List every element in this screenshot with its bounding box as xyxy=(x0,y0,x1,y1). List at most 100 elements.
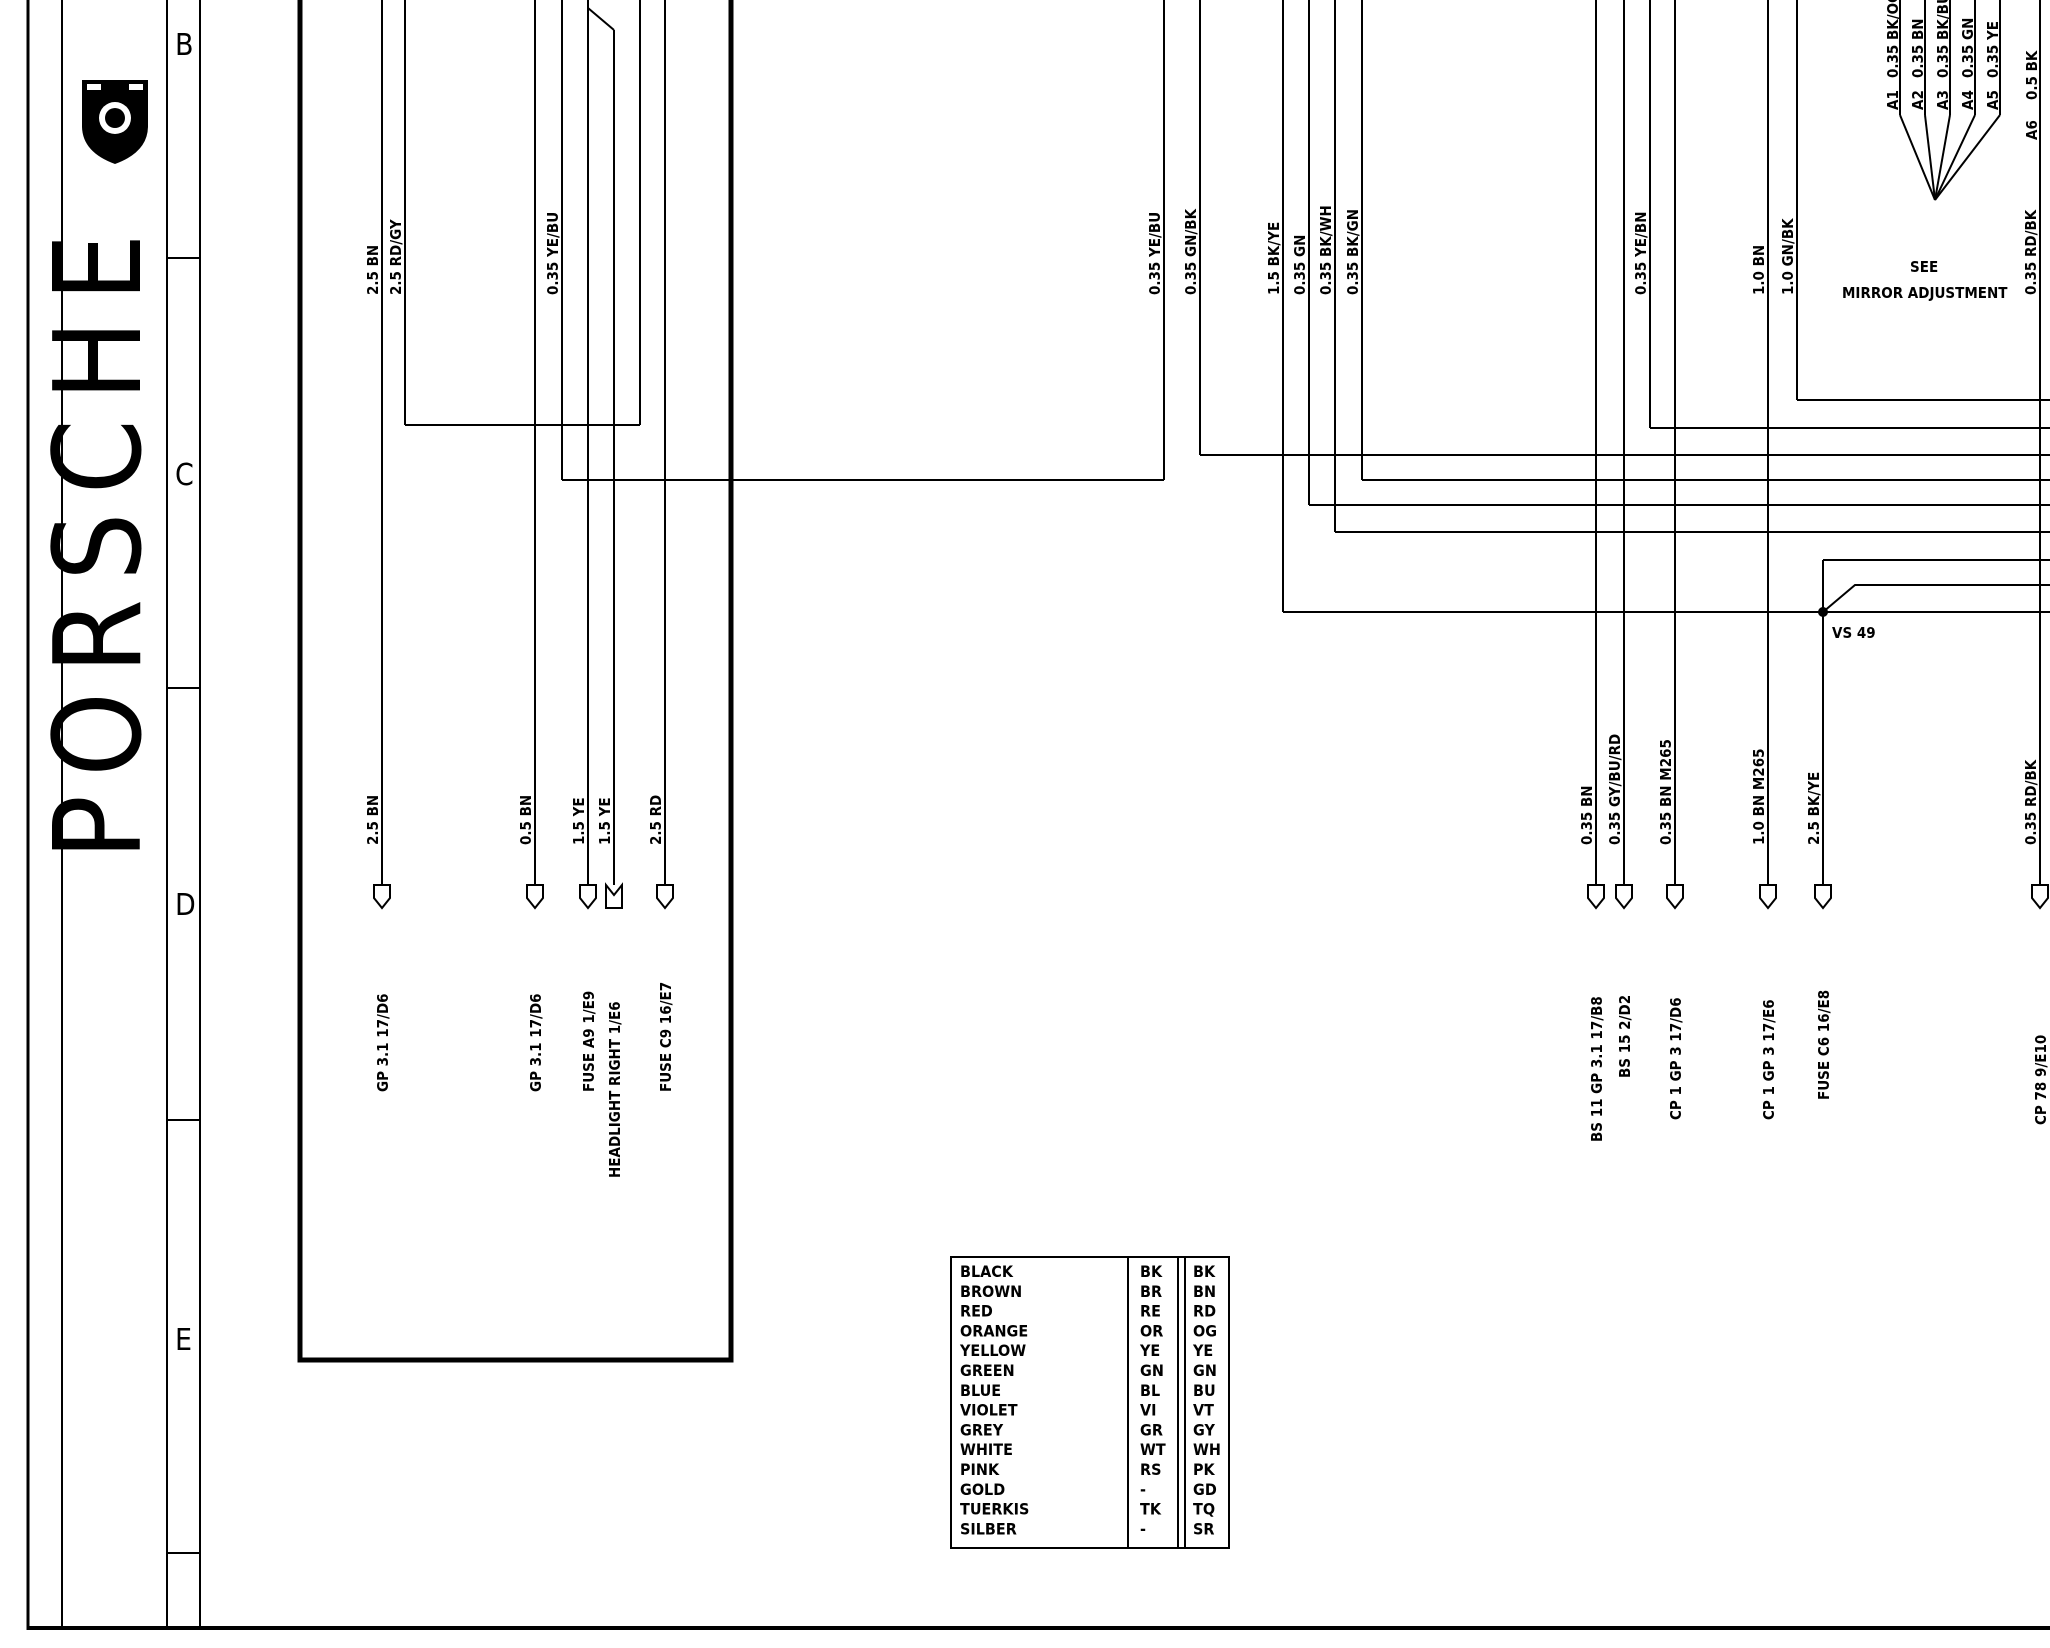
connectors xyxy=(373,882,2049,910)
legend-color-name: SILBER xyxy=(960,1519,1017,1538)
legend-code-de: BK xyxy=(1140,1262,1163,1281)
connector-icon xyxy=(373,884,391,910)
wire-label: 0.35 BN xyxy=(1578,785,1596,845)
destination-label: GP 3.1 17/D6 xyxy=(374,993,392,1092)
legend-code-de: OR xyxy=(1140,1321,1163,1340)
legend-color-name: VIOLET xyxy=(960,1401,1018,1420)
component-boundary-left xyxy=(297,0,734,1363)
legend-code-en: BK xyxy=(1193,1262,1216,1281)
legend-code-en: GY xyxy=(1193,1420,1215,1439)
destination-label: HEADLIGHT RIGHT 1/E6 xyxy=(606,1001,624,1178)
legend-code-de: RS xyxy=(1140,1460,1161,1479)
legend-color-name: TUERKIS xyxy=(960,1500,1029,1519)
mirror-wire-6: 0.5 BK xyxy=(2023,50,2041,100)
wire-label: 0.35 YE/BN xyxy=(1632,212,1650,296)
wire-label: 1.5 BK/YE xyxy=(1265,222,1283,295)
mirror-wire-1: 0.35 BK/OG xyxy=(1884,0,1902,78)
wire-label: 0.35 BK/GN xyxy=(1344,209,1362,295)
legend-code-de: - xyxy=(1140,1480,1146,1499)
wire-label: 0.35 BN M265 xyxy=(1657,739,1675,845)
legend-code-de: VI xyxy=(1140,1401,1157,1420)
destination-labels: GP 3.1 17/D6 GP 3.1 17/D6 FUSE A9 1/E9 H… xyxy=(374,982,2050,1178)
legend-code-en: PK xyxy=(1193,1460,1216,1479)
row-letter-d: D xyxy=(175,888,196,923)
connector-icon xyxy=(526,884,544,910)
mirror-pin-a6: A6 xyxy=(2023,120,2041,140)
wire-label: 2.5 RD/GY xyxy=(387,219,405,295)
row-letter-b: B xyxy=(175,28,194,63)
wire-label: 2.5 BN xyxy=(364,245,382,295)
porsche-crest-logo xyxy=(82,80,148,164)
wiring-left-group xyxy=(381,0,1165,885)
wire-label: 1.5 YE xyxy=(570,797,588,845)
connector-icon xyxy=(1666,884,1684,910)
connector-icon xyxy=(1759,884,1777,910)
wire-label: 0.35 RD/BK xyxy=(2022,759,2040,845)
legend-code-en: BU xyxy=(1193,1381,1216,1400)
connector-icon xyxy=(2031,884,2049,910)
wire-label: 0.5 BN xyxy=(517,795,535,845)
row-markers: B C D E xyxy=(175,28,196,1358)
legend-color-name: YELLOW xyxy=(959,1341,1026,1360)
wire-label: 2.5 BK/YE xyxy=(1805,772,1823,845)
mirror-pin-a2: A2 xyxy=(1909,90,1927,110)
legend-code-de: - xyxy=(1140,1519,1146,1538)
legend-code-en: GN xyxy=(1193,1361,1217,1380)
legend-code-en: TQ xyxy=(1193,1500,1215,1519)
destination-label: FUSE C6 16/E8 xyxy=(1815,990,1833,1100)
legend-code-en: YE xyxy=(1192,1341,1213,1360)
legend-color-name: ORANGE xyxy=(960,1321,1028,1340)
legend-color-name: BLUE xyxy=(960,1381,1001,1400)
legend-code-de: RE xyxy=(1140,1302,1161,1321)
destination-label: FUSE C9 16/E7 xyxy=(657,982,675,1092)
row-letter-c: C xyxy=(175,458,194,493)
legend-color-name: GOLD xyxy=(960,1480,1005,1499)
legend-code-de: GN xyxy=(1140,1361,1164,1380)
wire-label: 0.35 RD/BK xyxy=(2022,209,2040,295)
connector-icon xyxy=(1814,884,1832,910)
legend-code-en: OG xyxy=(1193,1321,1217,1340)
mirror-wire-4: 0.35 GN xyxy=(1959,18,1977,78)
legend-code-en: SR xyxy=(1193,1519,1214,1538)
wire-label: 1.5 YE xyxy=(596,797,614,845)
legend-color-name: BROWN xyxy=(960,1282,1022,1301)
see-label: SEE xyxy=(1910,258,1938,276)
splice-node xyxy=(1818,607,1828,617)
legend-color-name: GREY xyxy=(960,1420,1004,1439)
wire-label: 2.5 RD xyxy=(647,795,665,845)
mirror-pin-a5: A5 xyxy=(1984,90,2002,110)
legend-code-de: YE xyxy=(1139,1341,1160,1360)
mirror-wire-5: 0.35 YE xyxy=(1984,21,2002,78)
wire-labels-top: 2.5 BN 2.5 RD/GY 0.35 YE/BU 0.35 YE/BU 0… xyxy=(364,205,2040,295)
destination-label: GP 3.1 17/D6 xyxy=(527,993,545,1092)
connector-icon xyxy=(656,884,674,910)
connector-icon xyxy=(1615,884,1633,910)
connector-icon xyxy=(605,882,623,909)
brand-wordmark: PORSCHE xyxy=(30,216,169,860)
wire-label: 1.0 BN xyxy=(1750,245,1768,295)
legend-code-de: BR xyxy=(1140,1282,1162,1301)
legend-code-de: WT xyxy=(1140,1440,1166,1459)
wire-label: 1.0 GN/BK xyxy=(1779,218,1797,295)
destination-label: BS 11 GP 3.1 17/B8 xyxy=(1588,996,1606,1142)
legend-code-en: VT xyxy=(1193,1401,1214,1420)
wire-label: 0.35 GN xyxy=(1291,235,1309,295)
legend-code-en: BN xyxy=(1193,1282,1216,1301)
wire-label: 0.35 GY/BU/RD xyxy=(1606,734,1624,845)
destination-label: CP 78 9/E10 xyxy=(2032,1035,2050,1125)
legend-code-en: RD xyxy=(1193,1302,1216,1321)
legend-code-en: GD xyxy=(1193,1480,1217,1499)
legend-code-de: BL xyxy=(1140,1381,1160,1400)
splice-vs49-label: VS 49 xyxy=(1832,624,1876,642)
legend-code-en: WH xyxy=(1193,1440,1221,1459)
legend-code-de: TK xyxy=(1140,1500,1162,1519)
wire-labels-bottom: 2.5 BN 0.5 BN 1.5 YE 1.5 YE 2.5 RD 0.35 … xyxy=(364,734,2040,845)
mirror-wire-2: 0.35 BN xyxy=(1909,18,1927,78)
legend-color-name: GREEN xyxy=(960,1361,1015,1380)
legend-color-name: RED xyxy=(960,1302,993,1321)
legend-color-name: PINK xyxy=(960,1460,1000,1479)
legend-color-name: WHITE xyxy=(960,1440,1013,1459)
sheet-frame xyxy=(26,0,2050,1630)
